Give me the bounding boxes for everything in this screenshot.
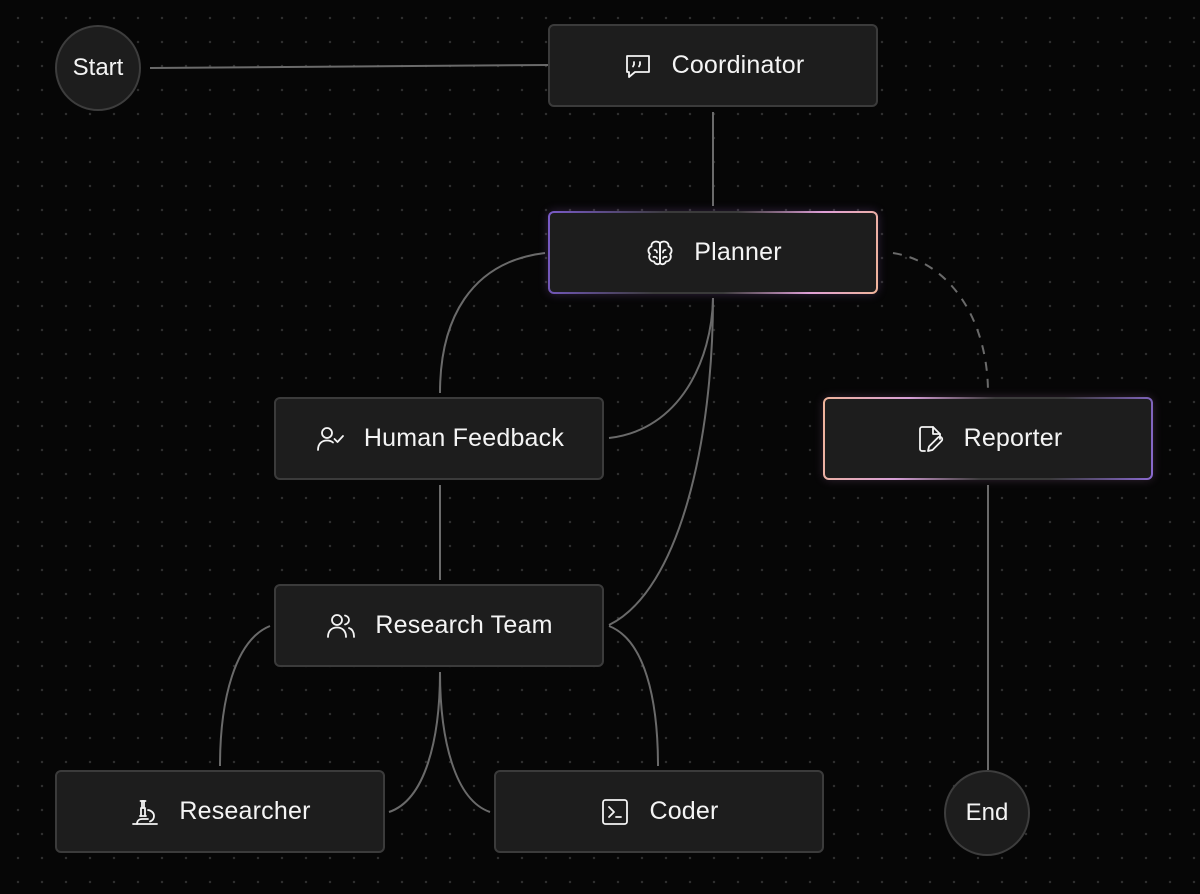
planner-node-label: Planner	[694, 238, 782, 266]
coordinator-node-label: Coordinator	[671, 51, 805, 79]
human-feedback-node[interactable]: Human Feedback	[274, 397, 604, 480]
end-node[interactable]: End	[944, 770, 1030, 856]
research-team-node[interactable]: Research Team	[274, 584, 604, 667]
coordinator-node[interactable]: Coordinator	[548, 24, 878, 107]
edge-planner-human-feedback	[439, 252, 546, 394]
users-icon	[325, 610, 357, 642]
edge-start-coordinator	[149, 64, 549, 69]
coder-node[interactable]: Coder	[494, 770, 824, 853]
human-feedback-node-label: Human Feedback	[363, 424, 565, 452]
terminal-icon	[599, 796, 631, 828]
edge-planner-reporter	[892, 252, 989, 394]
edge-research-team-coder	[439, 671, 491, 813]
edge-researcher-research-team	[388, 671, 441, 813]
brain-icon	[644, 237, 676, 269]
reporter-node[interactable]: Reporter	[823, 397, 1153, 480]
document-pen-icon	[914, 423, 946, 455]
reporter-node-label: Reporter	[963, 424, 1063, 452]
start-node[interactable]: Start	[55, 25, 141, 111]
user-check-icon	[314, 423, 346, 455]
edge-research-team-researcher	[219, 625, 271, 767]
microscope-icon	[129, 796, 161, 828]
edge-planner-research-team	[608, 297, 714, 626]
edge-human-feedback-planner	[608, 297, 714, 439]
research-team-node-label: Research Team	[375, 611, 553, 639]
edge-coder-research-team	[608, 625, 659, 767]
start-node-label: Start	[72, 54, 124, 81]
end-node-label: End	[965, 799, 1009, 826]
chat-quote-icon	[622, 50, 654, 82]
planner-node[interactable]: Planner	[548, 211, 878, 294]
researcher-node[interactable]: Researcher	[55, 770, 385, 853]
researcher-node-label: Researcher	[179, 797, 311, 825]
coder-node-label: Coder	[649, 797, 719, 825]
